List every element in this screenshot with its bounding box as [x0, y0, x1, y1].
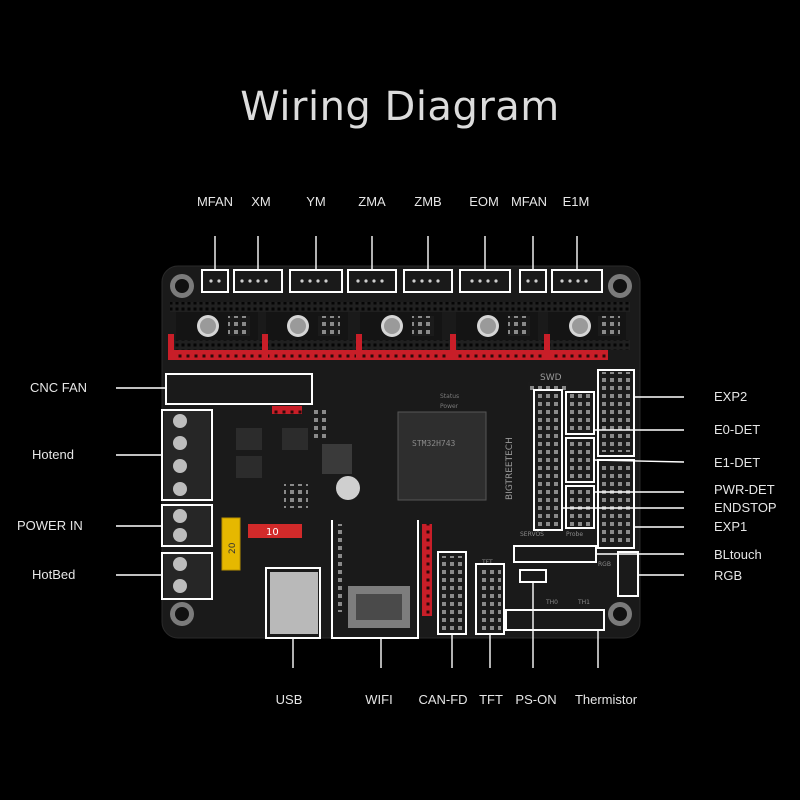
label-eom: EOM — [469, 194, 499, 209]
controller-board: STM32H743 BIGTREETECH Status Power SWD 2… — [161, 265, 641, 639]
leader-lines — [116, 236, 685, 668]
mcu-label: STM32H743 — [412, 439, 456, 448]
swd-header — [528, 382, 568, 390]
th1-text: TH1 — [577, 599, 590, 606]
label-usb: USB — [275, 692, 303, 707]
label-ym: YM — [306, 194, 326, 209]
aux-connector-red — [272, 406, 302, 414]
brand-text: BIGTREETECH — [505, 437, 515, 500]
label-hotbed: HotBed — [32, 567, 76, 582]
inductor — [322, 444, 352, 474]
stepper-driver-row — [168, 302, 630, 360]
label-exp2: EXP2 — [714, 389, 748, 404]
label-can-fd: CAN-FD — [418, 692, 468, 707]
label-mfan-2: MFAN — [510, 194, 548, 209]
fuse-red — [248, 524, 302, 538]
label-ps-on: PS-ON — [515, 692, 557, 707]
outline-exp2 — [597, 369, 635, 457]
capacitor — [336, 476, 360, 500]
label-thermistor: Thermistor — [574, 692, 638, 707]
exp1-header — [600, 464, 630, 544]
driver-3 — [360, 312, 442, 340]
label-xm: XM — [251, 194, 271, 209]
label-zma: ZMA — [358, 194, 386, 209]
tft-text: TFT — [481, 559, 493, 566]
usb-port — [270, 572, 318, 634]
outline-rgb — [617, 551, 639, 597]
page-title: Wiring Diagram — [240, 84, 560, 130]
outline-wifi — [331, 520, 419, 639]
tft-connector — [479, 568, 501, 632]
canfd-connector — [441, 556, 463, 632]
mount-hole-bl — [170, 602, 194, 626]
mount-hole-br — [608, 602, 632, 626]
e1det-header — [568, 440, 592, 480]
mount-hole-tr — [608, 274, 632, 298]
label-mfan-1: MFAN — [196, 194, 234, 209]
power-text: Power — [440, 403, 459, 410]
label-zmb: ZMB — [414, 194, 442, 209]
mosfet-1 — [236, 428, 262, 450]
label-tft: TFT — [479, 692, 503, 707]
outline-pwr-det — [565, 485, 595, 529]
label-hotend: Hotend — [32, 447, 74, 462]
outline-thermistor — [505, 609, 605, 631]
red-header-vertical — [422, 524, 432, 616]
label-bltouch: BLtouch — [714, 547, 762, 562]
driver-5 — [548, 312, 626, 340]
outline-e0-det — [565, 391, 595, 435]
label-rgb: RGB — [714, 568, 743, 583]
endstop-block — [536, 394, 560, 528]
label-power-in: POWER IN — [17, 518, 83, 533]
fuse-yellow — [221, 517, 241, 571]
fuse-red-label: 10 — [266, 527, 279, 538]
servos-text: SERVOS — [520, 531, 544, 538]
top-motor-connectors — [209, 279, 588, 283]
driver-2 — [266, 312, 348, 340]
label-endstop: ENDSTOP — [714, 500, 777, 515]
label-exp1: EXP1 — [714, 519, 748, 534]
label-wifi: WIFI — [365, 692, 393, 707]
mosfet-3 — [282, 428, 308, 450]
wifi-header — [336, 524, 344, 612]
status-text: Status — [440, 393, 459, 400]
mount-hole-tl — [170, 274, 194, 298]
exp2-header — [600, 372, 630, 452]
swd-label: SWD — [540, 373, 562, 383]
label-e0-det: E0-DET — [714, 422, 761, 437]
rgb-text: RGB — [598, 561, 611, 568]
outline-endstop — [533, 389, 563, 531]
mosfet-2 — [236, 456, 262, 478]
red-connector-strip — [168, 350, 608, 360]
probe-text: Probe — [566, 531, 583, 538]
mcu-chip: STM32H743 — [397, 411, 487, 501]
outline-cnc-fan — [165, 373, 313, 405]
label-cnc-fan: CNC FAN — [30, 380, 88, 395]
aux-header — [312, 410, 326, 440]
driver-4 — [456, 312, 538, 340]
label-pwr-det: PWR-DET — [714, 482, 775, 497]
driver-1 — [176, 312, 258, 340]
aux-header-2 — [284, 484, 308, 508]
fuse-yellow-label: 20 — [228, 542, 238, 554]
label-e1-det: E1-DET — [714, 455, 761, 470]
e0det-header — [568, 394, 592, 434]
screw-terminals-left — [164, 410, 210, 598]
label-e1m: E1M — [562, 194, 590, 209]
th0-text: TH0 — [545, 599, 558, 606]
outline-hotbed — [161, 552, 213, 600]
